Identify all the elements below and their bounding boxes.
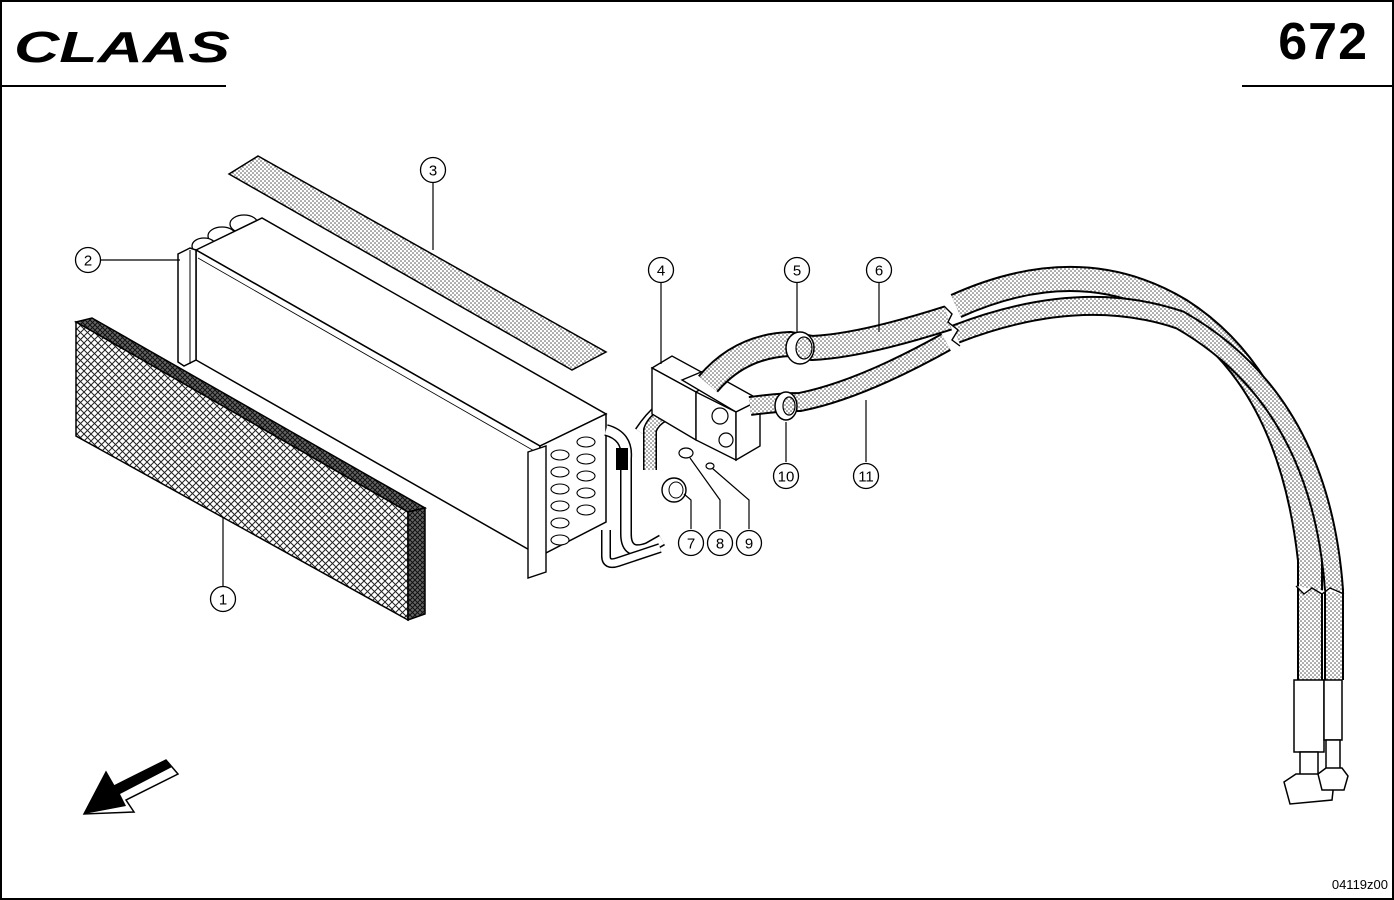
svg-text:4: 4 (657, 263, 665, 280)
callout-2: 2 (74, 246, 102, 274)
callout-3: 3 (419, 156, 447, 184)
part-8-o-ring (678, 447, 694, 459)
direction-arrow-icon (82, 759, 180, 815)
callout-6: 6 (865, 256, 893, 284)
part-9-o-ring (705, 462, 715, 470)
heat-exchanger-core (191, 214, 608, 579)
part-7-fitting (661, 477, 687, 503)
callout-11: 11 (852, 462, 880, 490)
part-5-grommet (785, 331, 815, 365)
hose-end-fittings (1283, 679, 1349, 805)
svg-text:7: 7 (687, 536, 695, 553)
svg-text:5: 5 (793, 263, 801, 280)
callout-8: 8 (706, 529, 734, 557)
drawing-code: 04119z00 (1331, 877, 1388, 892)
svg-text:9: 9 (745, 536, 753, 553)
part-1-mesh-filter (74, 317, 428, 622)
part-4-valve-block (650, 355, 762, 462)
callout-7: 7 (677, 529, 705, 557)
page-number: 672 (1278, 13, 1368, 71)
part-3-seal-strip (227, 155, 608, 371)
callout-4: 4 (647, 256, 675, 284)
svg-text:1: 1 (219, 592, 227, 609)
part-10-grommet (774, 391, 798, 421)
hose-break-marks (943, 305, 1345, 595)
svg-text:2: 2 (84, 253, 92, 270)
part-2-side-plate (177, 247, 197, 367)
svg-text:CLAAS: CLAAS (14, 23, 230, 72)
callout-9: 9 (735, 529, 763, 557)
claas-logo: CLAAS (14, 23, 230, 72)
callout-1: 1 (209, 585, 237, 613)
svg-text:11: 11 (858, 469, 874, 486)
svg-text:3: 3 (429, 163, 437, 180)
leader-lines (101, 183, 880, 586)
part-11-hose-lower (748, 295, 1344, 680)
svg-text:6: 6 (875, 263, 883, 280)
callout-5: 5 (783, 256, 811, 284)
svg-text:10: 10 (778, 469, 795, 486)
svg-text:8: 8 (716, 536, 724, 553)
callout-10: 10 (772, 462, 800, 490)
